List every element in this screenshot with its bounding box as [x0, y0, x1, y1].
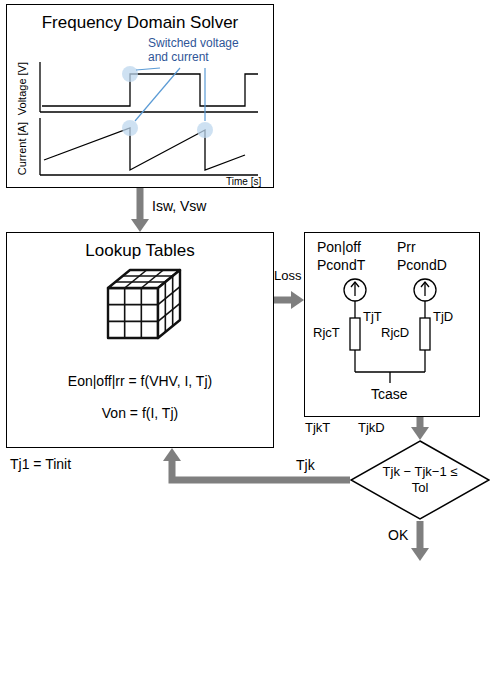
- box-text: RjcT: [313, 325, 340, 341]
- box-text: RjcD: [381, 325, 409, 341]
- cube-grid-line: [158, 287, 180, 305]
- cube-grid-line: [141, 288, 143, 338]
- cube-grid: [108, 270, 180, 338]
- cube-grid-line: [108, 321, 158, 323]
- cube-grid-line: [108, 304, 158, 306]
- box-text: Von = f(I, Tj): [7, 405, 273, 422]
- arrow-head: [291, 291, 304, 309]
- result-label: OK: [388, 527, 408, 544]
- axis-label: Current [A]: [16, 122, 29, 175]
- box-text: TjT: [363, 309, 382, 325]
- flow-arrow: [137, 188, 144, 219]
- callout-text: Switched voltage and current: [148, 36, 260, 65]
- diamond-text-wrap: Tjk − Tjk−1 ≤ Tol: [350, 440, 490, 520]
- arrow-head: [411, 427, 429, 440]
- cube-grid-line: [158, 303, 180, 321]
- box-text: TjD: [433, 309, 453, 325]
- flow-arrow: [172, 461, 350, 480]
- edge-label: Loss: [274, 268, 301, 284]
- signal-label: Tj1 = Tinit: [10, 456, 71, 473]
- box-text: Pon|off: [317, 239, 361, 256]
- signal-label: TjkD: [358, 420, 385, 436]
- leader-lines: [135, 68, 205, 121]
- current-plot: [40, 118, 258, 175]
- cube-grid-line: [124, 288, 126, 338]
- box-text: Tcase: [371, 386, 408, 403]
- box-text: PcondT: [317, 257, 365, 274]
- arrow-head: [131, 219, 149, 232]
- condition-text: Tjk − Tjk−1 ≤ Tol: [378, 464, 462, 495]
- box-text: Eon|off|rr = f(VHV, I, Tj): [7, 373, 273, 390]
- cube-grid-line: [165, 282, 167, 332]
- flow-arrow: [417, 417, 424, 427]
- flow-arrow: [274, 297, 291, 304]
- solver-box: Frequency Domain Solver: [6, 4, 274, 188]
- ok-arrow: [411, 521, 429, 561]
- cube-grid-line: [125, 270, 147, 288]
- thermal-circuit: [344, 279, 436, 383]
- cube-grid-line: [123, 275, 173, 277]
- axis-label: Time [s]: [226, 176, 261, 188]
- diamond-shape: [351, 441, 489, 519]
- cube-grid-line: [141, 270, 163, 288]
- cube-grid-line: [115, 281, 165, 283]
- box-title: Lookup Tables: [7, 241, 273, 261]
- box-text: PcondD: [397, 257, 447, 274]
- edge-label: TjkT: [305, 420, 330, 436]
- edge-label: Tjk: [296, 457, 315, 474]
- lookup-cube: [108, 270, 180, 338]
- decision-diamond: Tjk − Tjk−1 ≤ Tol: [350, 440, 490, 520]
- thermal-box: Pon|offPcondT PrrPcondD TjT RjcT TjD RjcD Tcas…: [304, 232, 480, 417]
- arrow-head: [163, 448, 181, 461]
- cube-grid-line: [172, 276, 174, 326]
- lookup-box: Lookup TablesEon|off|rr = f(VHV, I, Tj) V…: [6, 232, 274, 448]
- box-title: Frequency Domain Solver: [7, 13, 273, 33]
- highlight-circles: [122, 66, 213, 138]
- axis-label: Voltage [V]: [16, 61, 29, 114]
- box-text: Prr: [397, 239, 416, 256]
- edge-label: Isw, Vsw: [152, 198, 206, 215]
